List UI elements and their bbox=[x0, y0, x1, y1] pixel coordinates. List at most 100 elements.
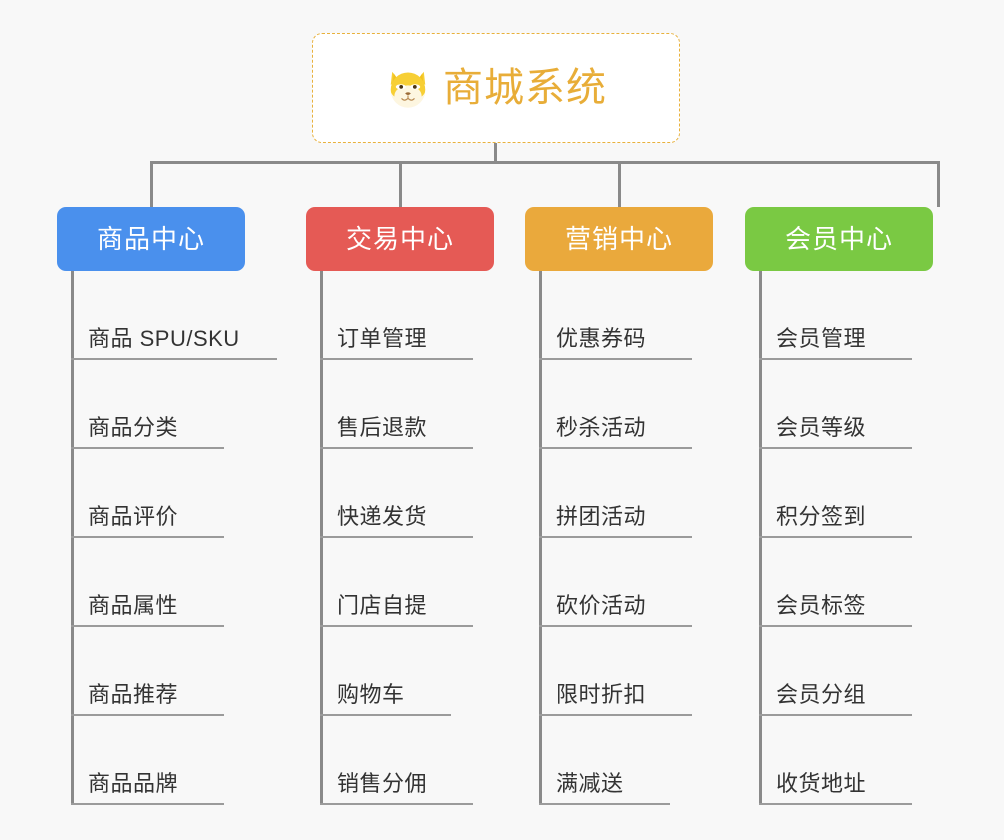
connector-spine-marketing bbox=[539, 271, 542, 805]
leaf-list-product: 商品 SPU/SKU 商品分类商品评价商品属性商品推荐商品品牌 bbox=[57, 271, 277, 805]
leaf-item-label: 快递发货 bbox=[337, 504, 428, 529]
connector-spine-trade bbox=[320, 271, 323, 805]
leaf-item-label: 砍价活动 bbox=[556, 593, 647, 618]
leaf-underline bbox=[759, 803, 912, 805]
leaf-item-label: 商品品牌 bbox=[88, 771, 179, 796]
leaf-item[interactable]: 商品推荐 bbox=[57, 627, 245, 716]
category-header-label: 商品中心 bbox=[96, 224, 205, 254]
leaf-item-label: 会员等级 bbox=[776, 415, 867, 440]
leaf-underline bbox=[320, 536, 473, 538]
root-title: 商城系统 bbox=[443, 66, 607, 110]
leaf-item-label: 商品分类 bbox=[88, 415, 179, 440]
leaf-underline bbox=[71, 714, 224, 716]
leaf-item-label: 拼团活动 bbox=[556, 504, 647, 529]
category-column-1: 商品中心商品 SPU/SKU 商品分类商品评价商品属性商品推荐商品品牌 bbox=[57, 207, 277, 805]
root-node[interactable]: 商城系统 bbox=[312, 33, 680, 143]
leaf-item[interactable]: 限时折扣 bbox=[525, 627, 713, 716]
leaf-underline bbox=[320, 803, 473, 805]
category-header-marketing[interactable]: 营销中心 bbox=[525, 207, 713, 271]
connector-spine-product bbox=[71, 271, 74, 805]
leaf-item[interactable]: 订单管理 bbox=[306, 271, 494, 360]
leaf-item[interactable]: 售后退款 bbox=[306, 360, 494, 449]
leaf-item[interactable]: 门店自提 bbox=[306, 538, 494, 627]
leaf-item-label: 售后退款 bbox=[337, 415, 428, 440]
leaf-item[interactable]: 满减送 bbox=[525, 716, 713, 805]
leaf-item[interactable]: 会员等级 bbox=[745, 360, 933, 449]
leaf-underline bbox=[759, 714, 912, 716]
leaf-item-label: 优惠券码 bbox=[556, 326, 647, 351]
connector-horizontal-bus bbox=[150, 161, 940, 164]
leaf-underline bbox=[320, 625, 473, 627]
leaf-item[interactable]: 商品分类 bbox=[57, 360, 245, 449]
leaf-item-label: 限时折扣 bbox=[556, 682, 647, 707]
leaf-item-label: 订单管理 bbox=[337, 326, 428, 351]
leaf-underline bbox=[71, 625, 224, 627]
leaf-underline bbox=[539, 625, 692, 627]
leaf-item[interactable]: 商品 SPU/SKU bbox=[57, 271, 277, 360]
leaf-underline bbox=[539, 358, 692, 360]
leaf-item[interactable]: 商品属性 bbox=[57, 538, 245, 627]
leaf-underline bbox=[71, 358, 277, 360]
leaf-underline bbox=[71, 536, 224, 538]
leaf-list-trade: 订单管理售后退款快递发货门店自提购物车销售分佣 bbox=[306, 271, 494, 805]
category-header-member[interactable]: 会员中心 bbox=[745, 207, 933, 271]
leaf-item-label: 门店自提 bbox=[337, 593, 428, 618]
leaf-item[interactable]: 积分签到 bbox=[745, 449, 933, 538]
leaf-underline bbox=[539, 714, 692, 716]
leaf-item-label: 购物车 bbox=[337, 682, 405, 707]
category-header-label: 交易中心 bbox=[345, 224, 454, 254]
leaf-list-member: 会员管理会员等级积分签到会员标签会员分组收货地址 bbox=[745, 271, 933, 805]
leaf-underline bbox=[759, 447, 912, 449]
category-header-label: 会员中心 bbox=[784, 224, 893, 254]
category-column-2: 交易中心订单管理售后退款快递发货门店自提购物车销售分佣 bbox=[306, 207, 494, 805]
leaf-item-label: 会员管理 bbox=[776, 326, 867, 351]
category-header-label: 营销中心 bbox=[564, 224, 673, 254]
shiba-dog-face-icon bbox=[390, 71, 426, 108]
leaf-item[interactable]: 会员分组 bbox=[745, 627, 933, 716]
leaf-item[interactable]: 会员标签 bbox=[745, 538, 933, 627]
category-column-4: 会员中心会员管理会员等级积分签到会员标签会员分组收货地址 bbox=[745, 207, 933, 805]
leaf-item-label: 商品推荐 bbox=[88, 682, 179, 707]
leaf-item-label: 商品评价 bbox=[88, 504, 179, 529]
leaf-underline bbox=[71, 447, 224, 449]
leaf-item[interactable]: 商品评价 bbox=[57, 449, 245, 538]
leaf-item[interactable]: 优惠券码 bbox=[525, 271, 713, 360]
leaf-underline bbox=[759, 536, 912, 538]
leaf-item-label: 会员分组 bbox=[776, 682, 867, 707]
leaf-item-label: 满减送 bbox=[556, 771, 624, 796]
leaf-underline bbox=[539, 803, 670, 805]
category-column-3: 营销中心优惠券码秒杀活动拼团活动砍价活动限时折扣满减送 bbox=[525, 207, 713, 805]
leaf-underline bbox=[320, 447, 473, 449]
connector-drop-3 bbox=[618, 161, 621, 207]
leaf-underline bbox=[320, 714, 451, 716]
leaf-item-label: 秒杀活动 bbox=[556, 415, 647, 440]
leaf-underline bbox=[539, 536, 692, 538]
leaf-underline bbox=[320, 358, 473, 360]
leaf-item[interactable]: 商品品牌 bbox=[57, 716, 245, 805]
leaf-item-label: 会员标签 bbox=[776, 593, 867, 618]
leaf-underline bbox=[759, 625, 912, 627]
leaf-item-label: 销售分佣 bbox=[337, 771, 428, 796]
category-header-product[interactable]: 商品中心 bbox=[57, 207, 245, 271]
leaf-item[interactable]: 秒杀活动 bbox=[525, 360, 713, 449]
category-header-trade[interactable]: 交易中心 bbox=[306, 207, 494, 271]
leaf-item-label: 积分签到 bbox=[776, 504, 867, 529]
connector-root-stem bbox=[494, 143, 497, 164]
leaf-item[interactable]: 购物车 bbox=[306, 627, 494, 716]
leaf-underline bbox=[759, 358, 912, 360]
leaf-underline bbox=[71, 803, 224, 805]
leaf-item[interactable]: 拼团活动 bbox=[525, 449, 713, 538]
leaf-item[interactable]: 会员管理 bbox=[745, 271, 933, 360]
leaf-item[interactable]: 砍价活动 bbox=[525, 538, 713, 627]
leaf-item-label: 收货地址 bbox=[776, 771, 867, 796]
leaf-item-label: 商品 SPU/SKU bbox=[88, 326, 240, 351]
connector-drop-4 bbox=[937, 161, 940, 207]
leaf-item[interactable]: 收货地址 bbox=[745, 716, 933, 805]
leaf-item-label: 商品属性 bbox=[88, 593, 179, 618]
leaf-list-marketing: 优惠券码秒杀活动拼团活动砍价活动限时折扣满减送 bbox=[525, 271, 713, 805]
leaf-item[interactable]: 销售分佣 bbox=[306, 716, 494, 805]
connector-spine-member bbox=[759, 271, 762, 805]
leaf-item[interactable]: 快递发货 bbox=[306, 449, 494, 538]
connector-drop-2 bbox=[399, 161, 402, 207]
